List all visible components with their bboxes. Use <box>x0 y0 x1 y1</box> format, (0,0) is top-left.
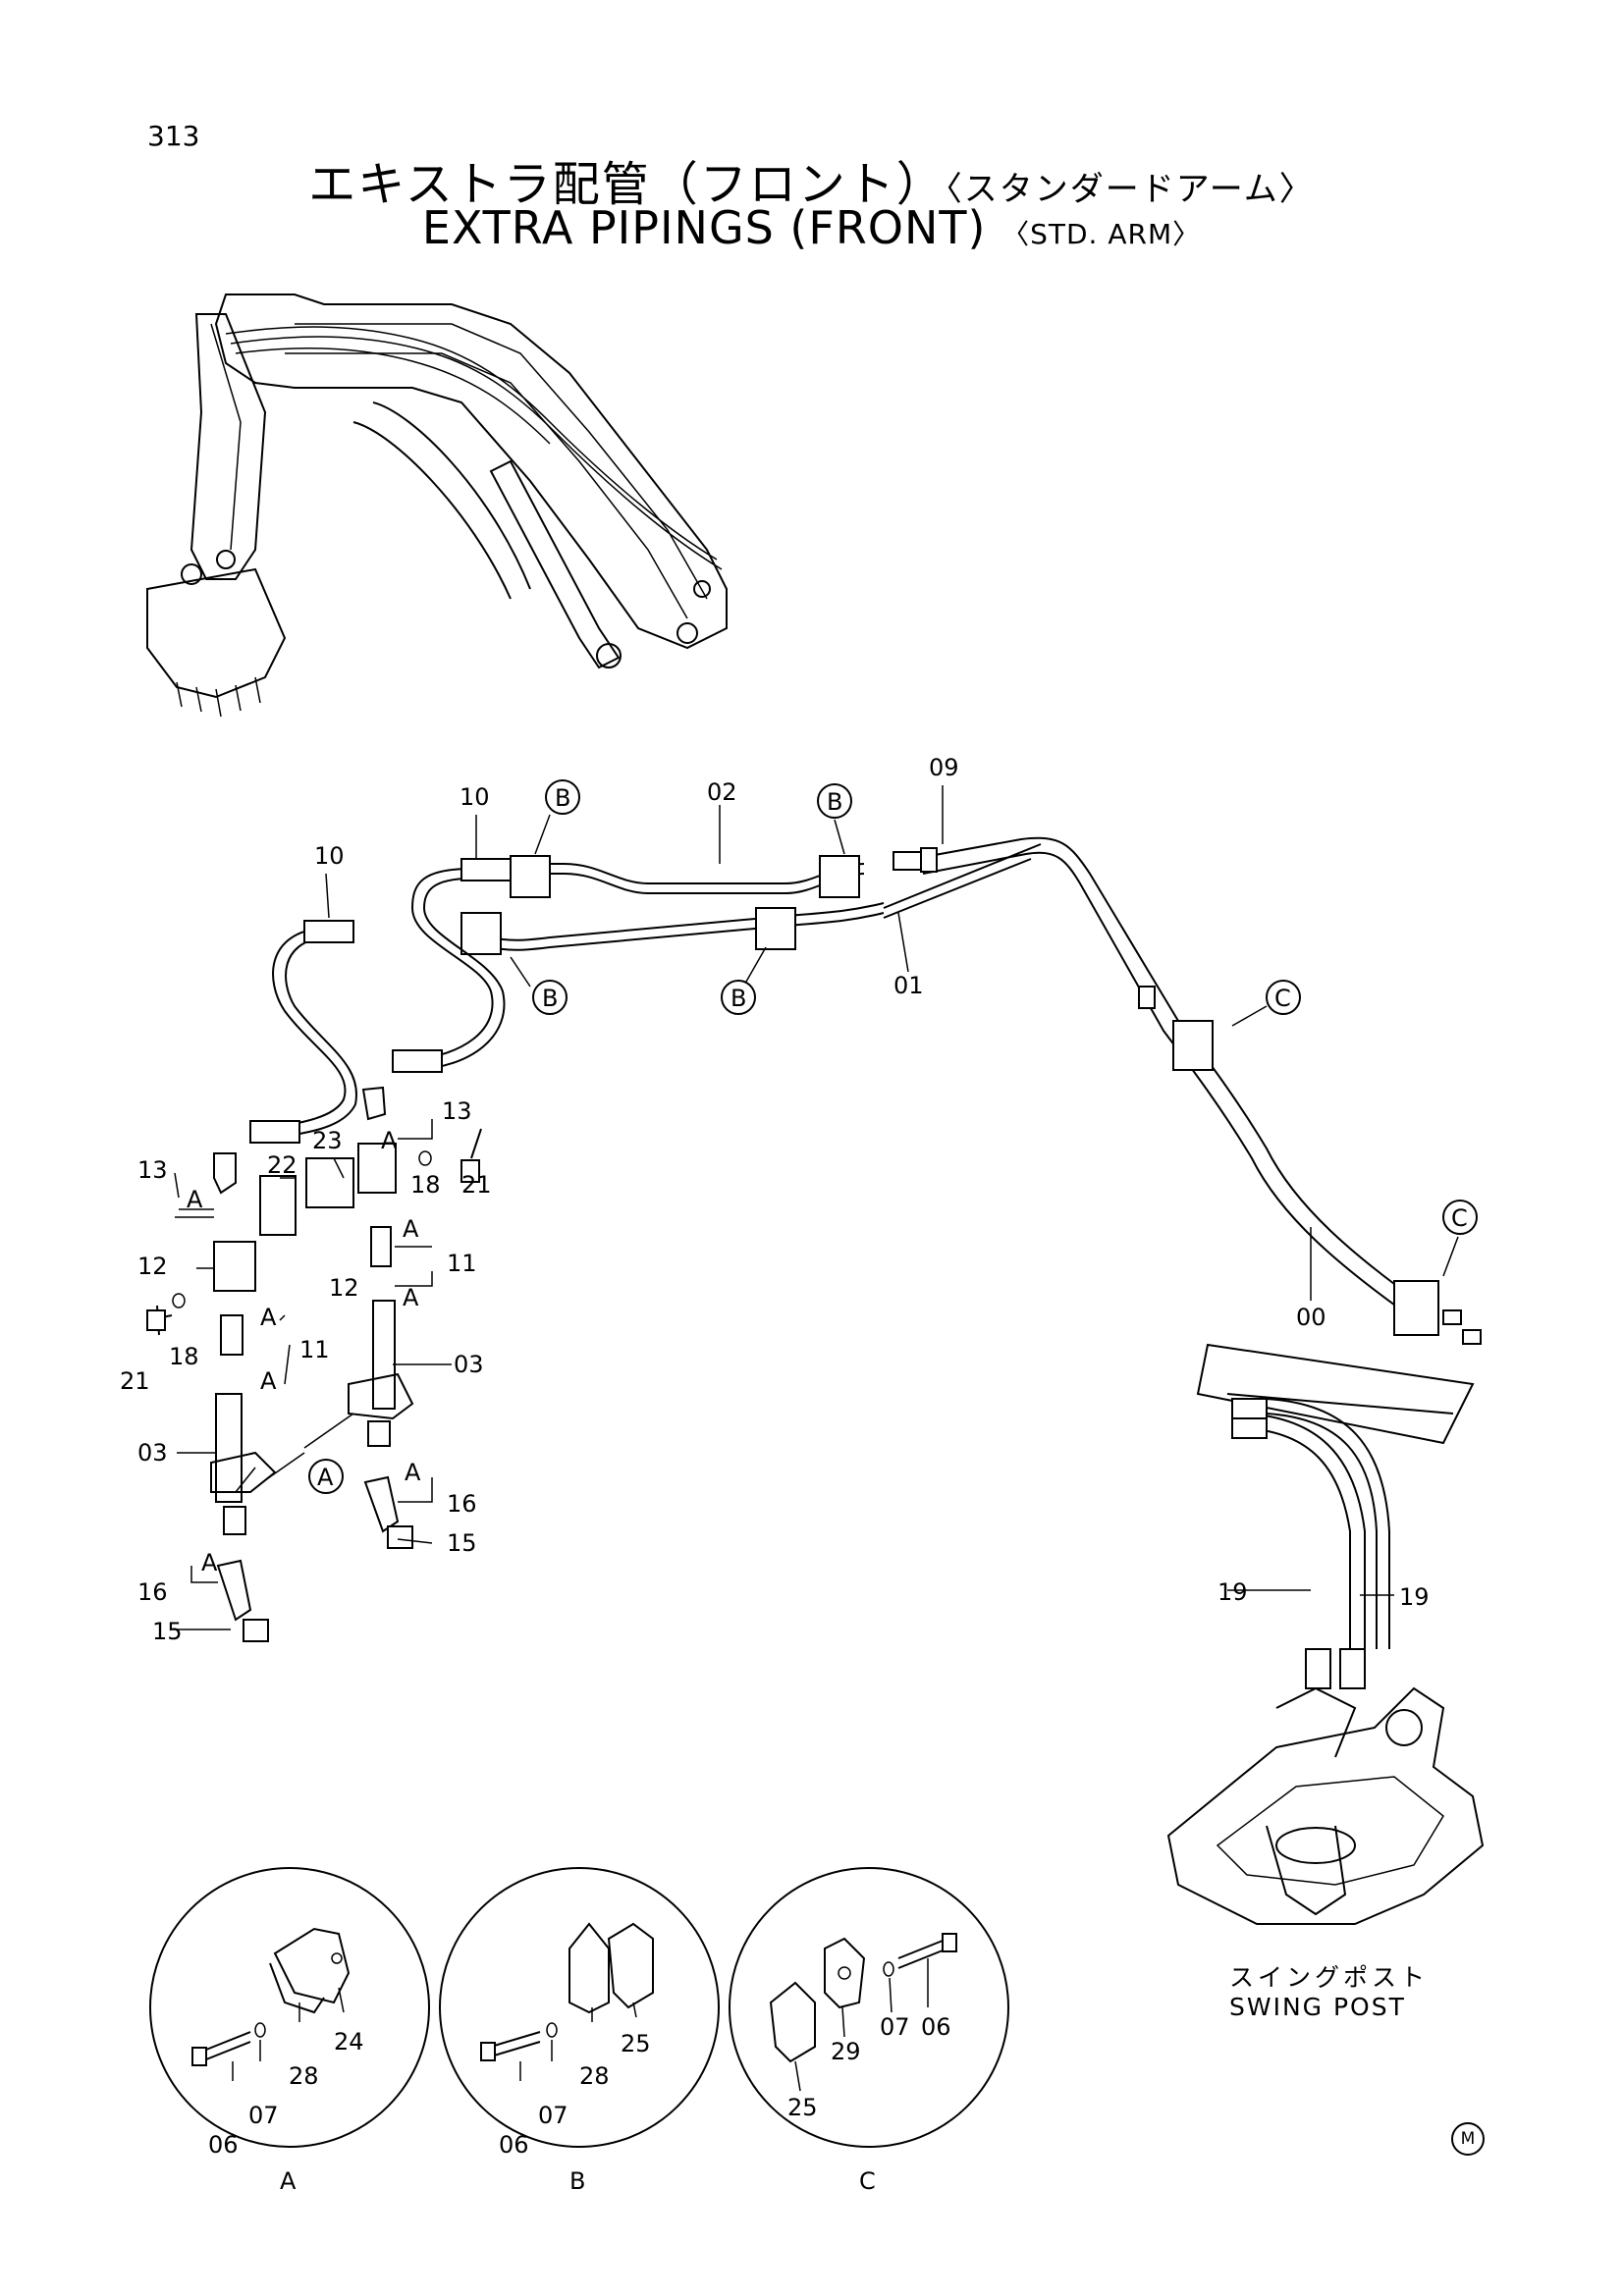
title-en-main: EXTRA PIPINGS (FRONT) <box>421 201 987 254</box>
callout-22: 22 <box>267 1151 298 1179</box>
swing-post-illustration <box>1166 1686 1485 1925</box>
a-ref-7: A <box>405 1459 421 1486</box>
leader-lines <box>172 785 1459 1630</box>
excavator-front-illustration <box>146 294 728 718</box>
detail-c-28: 29 <box>831 2038 861 2065</box>
swing-post-caption-ja: スイングポスト <box>1229 1963 1430 1992</box>
callout-21-left: 21 <box>120 1367 150 1395</box>
callout-18-right: 18 <box>410 1171 441 1199</box>
circled-refs: B B B B C C A <box>308 779 1478 1494</box>
circle-ref-b-4: B <box>730 985 746 1012</box>
circle-ref-c-1: C <box>1274 985 1291 1012</box>
detail-c-07: 07 <box>880 2013 910 2041</box>
fitting-stack-right <box>348 1086 482 1549</box>
detail-c: 06 07 29 25 C <box>729 1867 1009 2195</box>
a-ref-3: A <box>403 1215 419 1243</box>
callout-03-right: 03 <box>454 1351 484 1378</box>
detail-a-06: 06 <box>208 2131 239 2159</box>
a-ref-8: A <box>201 1549 218 1576</box>
callout-12-right: 12 <box>329 1274 359 1302</box>
detail-a: 06 07 28 24 A <box>149 1867 430 2195</box>
detail-c-06: 06 <box>921 2013 951 2041</box>
callout-12-left: 12 <box>137 1253 168 1280</box>
callout-11-left: 11 <box>299 1336 330 1363</box>
title-ja-main: エキストラ配管（フロント） <box>308 157 946 212</box>
a-ref-4: A <box>403 1284 419 1311</box>
callout-11-right: 11 <box>447 1250 477 1277</box>
a-ref-2: A <box>381 1127 398 1154</box>
detail-a-29: 28 <box>289 2062 319 2090</box>
title-japanese: エキストラ配管（フロント）〈スタンダードアーム〉 <box>0 145 1623 214</box>
detail-a-label: A <box>280 2167 297 2195</box>
a-ref-1: A <box>187 1186 203 1213</box>
a-ref-labels: A A A A A A A A <box>187 1127 421 1576</box>
callout-23: 23 <box>312 1127 343 1154</box>
circle-ref-b-2: B <box>827 788 842 816</box>
footer-mark: M <box>1451 2122 1485 2156</box>
callout-16-left: 16 <box>137 1578 168 1606</box>
swing-post-caption-en: SWING POST <box>1229 1993 1406 2021</box>
a-ref-5: A <box>260 1304 277 1331</box>
circle-ref-b-1: B <box>555 784 570 812</box>
callout-01: 01 <box>893 972 924 999</box>
pipe-assembly <box>249 836 1482 1345</box>
callout-labels: 10 10 02 09 01 00 13 13 23 22 21 18 12 1… <box>120 754 1430 1645</box>
a-ref-6: A <box>260 1367 277 1395</box>
title-en-sub: 〈STD. ARM〉 <box>1001 218 1202 250</box>
callout-02: 02 <box>707 778 737 806</box>
callout-09: 09 <box>929 754 959 781</box>
callout-10-left: 10 <box>460 783 490 811</box>
callout-19-left: 19 <box>1217 1578 1248 1606</box>
circle-ref-c-2: C <box>1451 1204 1468 1232</box>
callout-13-right: 13 <box>442 1097 472 1125</box>
callout-15-left: 15 <box>152 1618 183 1645</box>
detail-b-06: 06 <box>499 2131 529 2159</box>
callout-03-left: 03 <box>137 1439 168 1467</box>
detail-b-07: 07 <box>538 2102 568 2129</box>
detail-c-25: 25 <box>787 2094 818 2121</box>
detail-b: 06 07 28 25 B <box>439 1867 720 2195</box>
detail-c-label: C <box>859 2167 876 2195</box>
swing-post-hoses <box>1196 1343 1475 1689</box>
callout-18-left: 18 <box>169 1343 199 1370</box>
detail-b-label: B <box>569 2167 585 2195</box>
circle-ref-b-3: B <box>542 985 558 1012</box>
callout-10-upper: 10 <box>314 842 345 870</box>
detail-b-29: 28 <box>579 2062 610 2090</box>
detail-a-24: 24 <box>334 2028 364 2056</box>
detail-b-25: 25 <box>621 2030 651 2057</box>
title-english: EXTRA PIPINGS (FRONT) 〈STD. ARM〉 <box>0 201 1623 254</box>
callout-16-right: 16 <box>447 1490 477 1518</box>
title-ja-sub: 〈スタンダードアーム〉 <box>945 170 1315 209</box>
detail-a-07: 07 <box>248 2102 279 2129</box>
fitting-stack-left <box>146 1152 354 1642</box>
circle-ref-a: A <box>317 1464 334 1491</box>
page-number: 313 <box>147 120 200 152</box>
callout-13-left: 13 <box>137 1156 168 1184</box>
callout-15-right: 15 <box>447 1529 477 1557</box>
callout-00: 00 <box>1296 1304 1326 1331</box>
callout-19-right: 19 <box>1399 1583 1430 1611</box>
callout-21-right: 21 <box>461 1171 492 1199</box>
